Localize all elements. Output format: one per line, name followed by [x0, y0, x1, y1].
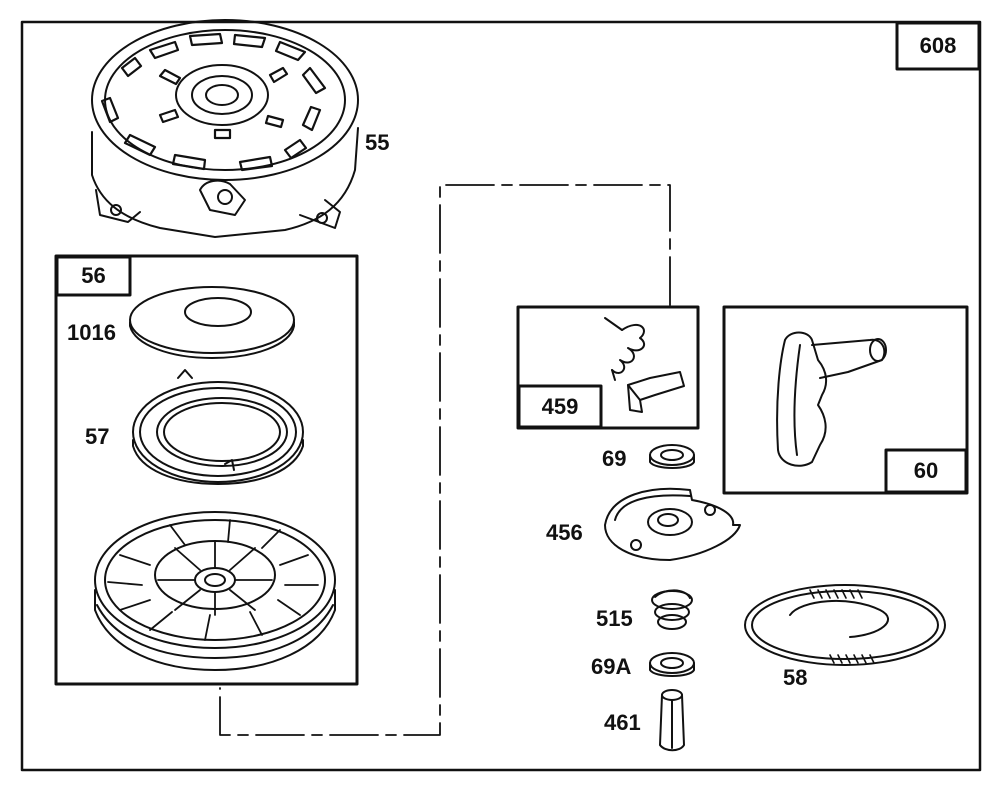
rewind-spring-57-part: [132, 369, 304, 485]
label-58: 58: [783, 665, 808, 690]
group-459-label: 459: [541, 393, 579, 419]
spring-515-part: [651, 589, 693, 630]
group-60-frame: [722, 305, 969, 495]
blower-housing-part: [91, 19, 359, 238]
group-60-label-box: [884, 448, 968, 494]
group-56-label: 56: [81, 263, 106, 288]
group-459-label-box: [517, 384, 603, 429]
rope-58-part: [744, 584, 946, 666]
group-60-label: 60: [913, 458, 939, 483]
label-55: 55: [365, 130, 390, 155]
pin-461-part: [659, 689, 685, 752]
washer-69A-part: [649, 652, 695, 677]
starter-handle-60-part: [776, 331, 887, 467]
label-456: 456: [546, 520, 583, 545]
washer-1016-part: [129, 286, 295, 359]
starter-dog-459-part: [604, 317, 685, 413]
group-56-label-box: [55, 255, 132, 297]
group-459-frame: [516, 305, 700, 430]
label-69A: 69A: [591, 654, 632, 679]
assembly-number-box: [895, 21, 981, 71]
washer-69-part: [649, 444, 695, 469]
starter-pulley-part: [94, 511, 336, 671]
assembly-number: 608: [919, 33, 957, 58]
group-56-frame: [54, 254, 359, 686]
label-461: 461: [604, 710, 641, 735]
outer-frame: [20, 20, 982, 772]
label-515: 515: [596, 606, 633, 631]
ratchet-456-part: [604, 487, 741, 561]
label-57: 57: [85, 424, 110, 449]
label-1016: 1016: [67, 320, 116, 345]
label-69: 69: [602, 446, 627, 471]
assembly-connector-line: [219, 184, 671, 736]
